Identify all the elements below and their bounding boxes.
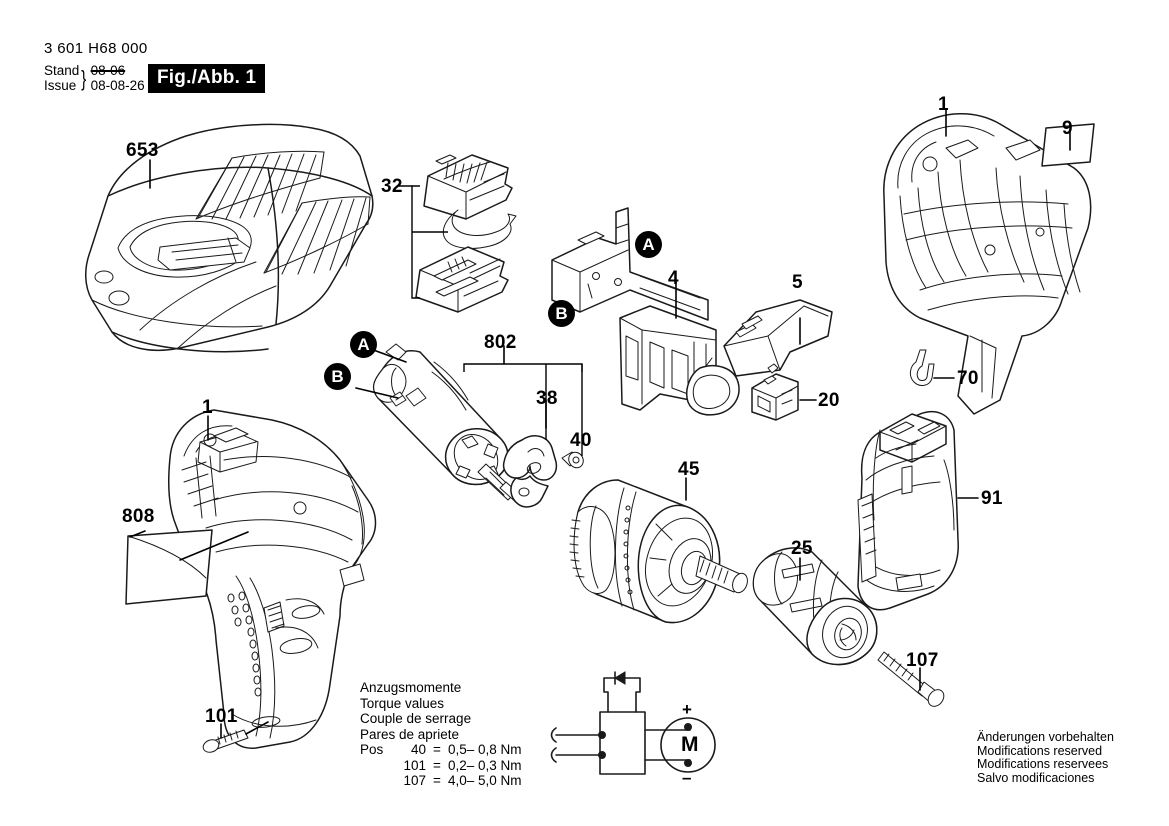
part-label-9: 9 xyxy=(1062,118,1073,139)
part-label-45: 45 xyxy=(678,459,700,480)
part-label-91: 91 xyxy=(981,488,1003,509)
part-label-40: 40 xyxy=(570,430,592,451)
callout-a-top: A xyxy=(635,231,662,258)
part-screw-101 xyxy=(202,729,249,753)
torque-heading-en: Torque values xyxy=(360,695,445,711)
part-label-802: 802 xyxy=(484,332,517,353)
part-label-107: 107 xyxy=(906,650,939,671)
disclaimer-es: Salvo modificaciones xyxy=(977,770,1095,785)
bracket-802 xyxy=(463,345,583,456)
part-clip-70 xyxy=(909,349,935,386)
stand-label: Stand xyxy=(44,63,80,78)
torque-equals: = xyxy=(433,742,441,757)
part-gearbox-45 xyxy=(569,479,748,624)
issue-date: 08-08-26 xyxy=(90,78,145,93)
torque-pos-number: 101 xyxy=(403,757,426,773)
torque-pos-label: Pos xyxy=(360,742,384,757)
part-clip-38 xyxy=(502,435,558,508)
torque-equals: = xyxy=(433,773,441,788)
callout-b-motor: B xyxy=(324,363,351,390)
schematic-minus-symbol: – xyxy=(682,768,692,787)
part-label-4: 4 xyxy=(668,268,679,289)
torque-values-block: Anzugsmomente Torque values Couple de se… xyxy=(360,680,522,789)
part-label-70: 70 xyxy=(957,368,979,389)
callout-a-motor: A xyxy=(350,331,377,358)
part-housing-right-1 xyxy=(883,113,1092,415)
part-label-5: 5 xyxy=(792,272,803,293)
torque-row: 107 = 4,0– 5,0 Nm xyxy=(360,773,522,789)
leader-808 xyxy=(129,530,146,538)
brace-glyph: } xyxy=(81,65,87,91)
torque-value: 4,0– 5,0 Nm xyxy=(448,773,522,788)
torque-row: 101 = 0,2– 0,3 Nm xyxy=(360,757,522,774)
callout-b-top: B xyxy=(548,300,575,327)
torque-pos-number: 40 xyxy=(410,742,426,757)
torque-value: 0,2– 0,3 Nm xyxy=(448,757,522,773)
leader-101-tip xyxy=(245,721,269,735)
part-label-32: 32 xyxy=(381,176,403,197)
stand-date: 08-06 xyxy=(90,63,126,78)
torque-value: 0,5– 0,8 Nm xyxy=(448,742,522,757)
leader-b-motor xyxy=(355,387,399,399)
torque-equals: = xyxy=(433,757,441,773)
torque-heading-es: Pares de apriete xyxy=(360,726,460,742)
torque-row: Pos 40 = 0,5– 0,8 Nm xyxy=(360,742,522,758)
torque-rows: Pos 40 = 0,5– 0,8 Nm 101 = 0,2– 0,3 Nm 1… xyxy=(360,742,522,789)
wiring-schematic xyxy=(550,671,716,775)
part-label-38: 38 xyxy=(536,388,558,409)
torque-heading-de: Anzugsmomente xyxy=(360,680,462,695)
part-nameplate-808 xyxy=(125,529,213,605)
part-housing-left-1 xyxy=(168,409,377,749)
schematic-motor-symbol: M xyxy=(681,733,699,756)
torque-pos-spacer xyxy=(360,758,390,774)
leader-808-tip xyxy=(179,531,249,561)
part-label-653: 653 xyxy=(126,140,159,161)
part-label-20: 20 xyxy=(818,390,840,411)
part-label-1-right: 1 xyxy=(938,94,949,115)
issue-label: Issue xyxy=(44,78,77,93)
part-screw-40 xyxy=(561,451,584,469)
document-dates: Stand Issue } 08-06 08-08-26 xyxy=(44,63,148,93)
torque-pos-number: 107 xyxy=(403,773,426,788)
bracket-32 xyxy=(397,185,448,299)
part-battery-91 xyxy=(857,410,959,611)
part-group-32 xyxy=(415,154,517,313)
part-cap-20 xyxy=(751,363,799,421)
document-part-number: 3 601 H68 000 xyxy=(44,40,148,57)
document-header: 3 601 H68 000 Stand Issue } 08-06 08-08-… xyxy=(44,40,148,93)
part-label-25: 25 xyxy=(791,538,813,559)
part-label-808: 808 xyxy=(122,506,155,527)
part-rocker-5 xyxy=(723,299,833,377)
part-motor-802 xyxy=(372,343,525,505)
torque-pos-spacer xyxy=(360,773,390,789)
part-label-1-left: 1 xyxy=(202,397,213,418)
torque-heading-fr: Couple de serrage xyxy=(360,711,472,726)
figure-badge: Fig./Abb. 1 xyxy=(148,64,266,93)
schematic-plus-symbol: + xyxy=(682,700,692,719)
disclaimer-fr: Modifications reservees xyxy=(977,757,1109,771)
disclaimer-block: Änderungen vorbehalten Modifications res… xyxy=(977,730,1114,785)
disclaimer-de: Änderungen vorbehalten xyxy=(977,730,1114,744)
disclaimer-en: Modifications reserved xyxy=(977,743,1103,758)
part-chuck-25 xyxy=(752,547,878,666)
part-label-101: 101 xyxy=(205,706,238,727)
